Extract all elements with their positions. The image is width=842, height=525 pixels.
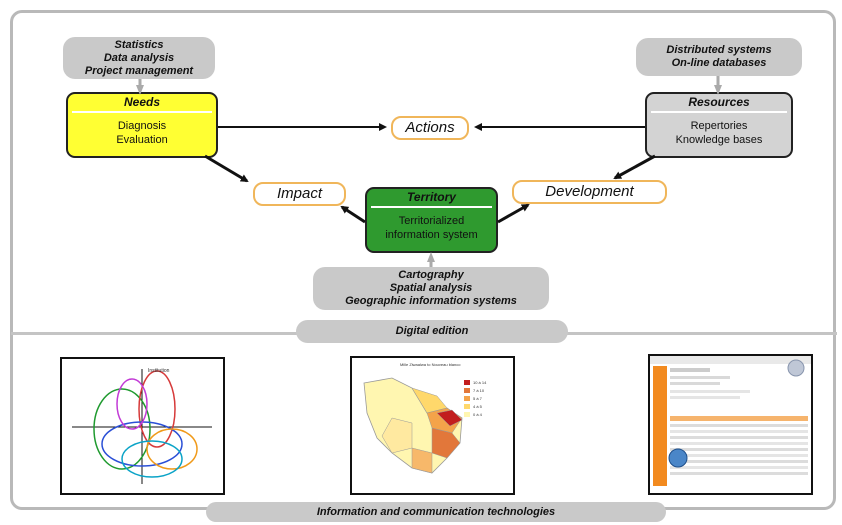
pill-line: Project management bbox=[84, 64, 194, 77]
graph-axis-label: Institution bbox=[148, 368, 170, 374]
impact-label: Impact bbox=[253, 182, 346, 206]
arrow-needs-to-impact bbox=[204, 154, 249, 183]
arrow-territory-to-development bbox=[497, 203, 530, 224]
needs-line: Evaluation bbox=[116, 134, 168, 146]
map-image bbox=[363, 377, 470, 474]
actions-label: Actions bbox=[391, 116, 469, 140]
arrow-territory-to-impact bbox=[340, 205, 366, 224]
digital-edition-pill: Digital edition bbox=[296, 320, 568, 343]
pill-line: Spatial analysis bbox=[389, 282, 473, 294]
geo-methods-pill: Cartography Spatial analysis Geographic … bbox=[313, 267, 549, 310]
loops-graph-image: Institution bbox=[72, 368, 212, 484]
resources-line: Knowledge bases bbox=[675, 134, 763, 146]
website-thumbnail bbox=[648, 354, 813, 495]
ict-label: Information and communication technologi… bbox=[316, 505, 556, 518]
arrow-resources-to-development bbox=[613, 154, 656, 180]
resources-line: Repertories bbox=[690, 120, 748, 132]
resources-title: Resources bbox=[651, 94, 787, 113]
pill-line: Cartography bbox=[398, 269, 464, 281]
website-image bbox=[650, 356, 811, 486]
systems-pill: Distributed systems On-line databases bbox=[636, 38, 802, 76]
ict-pill: Information and communication technologi… bbox=[206, 502, 666, 522]
methods-pill: Statistics Data analysis Project managem… bbox=[63, 37, 215, 79]
map-legend-item: 7 à 10 bbox=[473, 388, 485, 393]
pill-line: Geographic information systems bbox=[345, 295, 517, 307]
map-legend-item: 4 à 5 bbox=[473, 404, 482, 409]
pill-line: Distributed systems bbox=[666, 44, 772, 56]
map-legend-item: 5 à 7 bbox=[473, 396, 482, 401]
needs-box: Needs Diagnosis Evaluation bbox=[66, 92, 218, 158]
needs-line: Diagnosis bbox=[117, 120, 167, 132]
pill-line: Statistics bbox=[114, 38, 164, 51]
map-legend-item: 10 à 14 bbox=[473, 380, 487, 385]
map-thumbnail: Mille Ziwaalwa to Nouveau blanco 10 à 14… bbox=[350, 356, 515, 495]
digital-edition-label: Digital edition bbox=[395, 325, 469, 337]
territory-line: Territorialized bbox=[398, 215, 465, 227]
map-legend-item: 0 à 4 bbox=[473, 412, 482, 417]
territory-line: information system bbox=[385, 229, 478, 241]
pill-line: Data analysis bbox=[103, 51, 175, 64]
pill-line: On-line databases bbox=[671, 57, 767, 69]
needs-title: Needs bbox=[72, 94, 212, 113]
territory-box: Territory Territorialized information sy… bbox=[365, 187, 498, 253]
territory-title: Territory bbox=[371, 189, 492, 208]
map-title: Mille Ziwaalwa to Nouveau blanco bbox=[400, 362, 461, 367]
graph-thumbnail: Institution bbox=[60, 357, 225, 495]
development-label: Development bbox=[512, 180, 667, 204]
